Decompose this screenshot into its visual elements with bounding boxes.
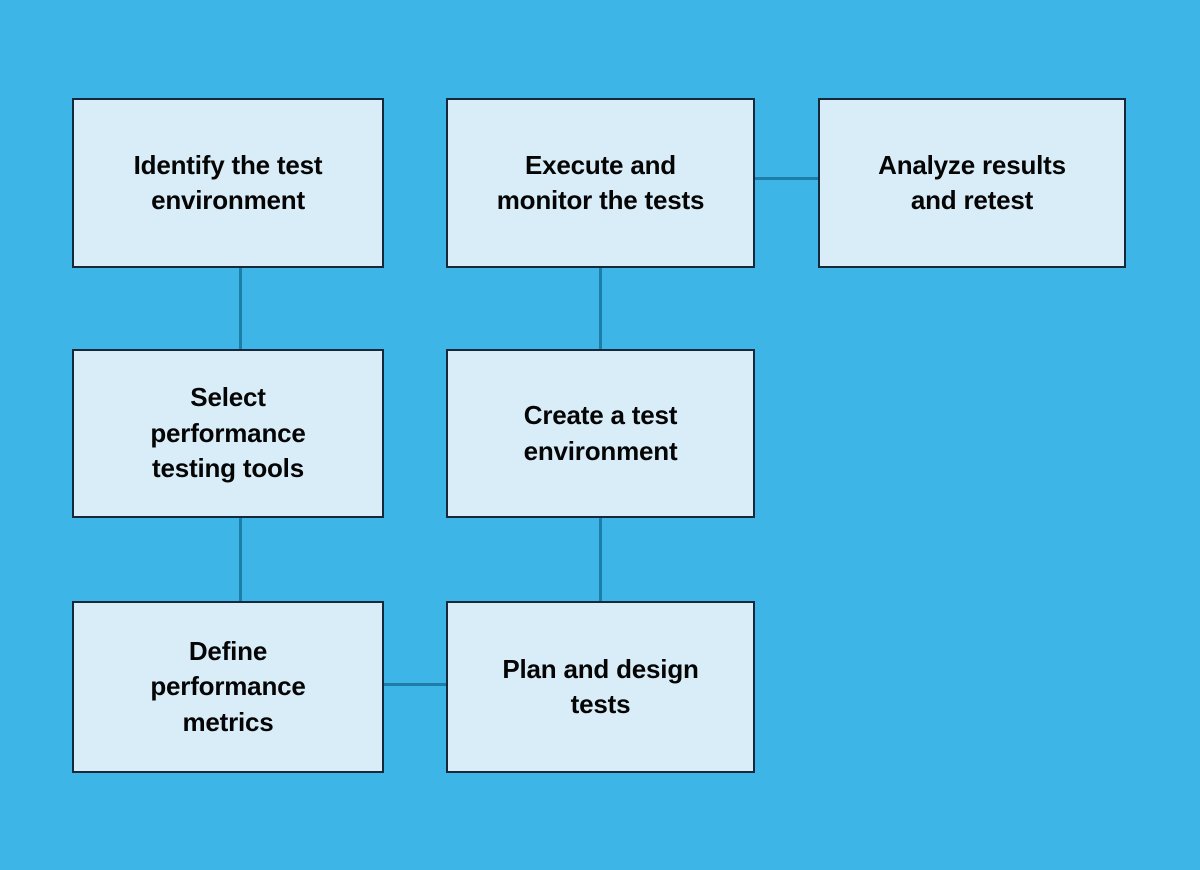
connector-plan-to-create: [599, 517, 602, 602]
connector-identify-to-select: [239, 267, 242, 350]
connector-define-to-plan: [383, 683, 447, 686]
flowchart-node-analyze-results-retest[interactable]: Analyze results and retest: [818, 98, 1126, 268]
flowchart-node-define-performance-metrics[interactable]: Define performance metrics: [72, 601, 384, 773]
flowchart-node-create-test-environment[interactable]: Create a test environment: [446, 349, 755, 518]
connector-create-to-execute: [599, 267, 602, 350]
flowchart-node-identify-test-environment[interactable]: Identify the test environment: [72, 98, 384, 268]
flowchart-node-select-performance-tools[interactable]: Select performance testing tools: [72, 349, 384, 518]
flowchart-node-execute-monitor-tests[interactable]: Execute and monitor the tests: [446, 98, 755, 268]
connector-execute-to-analyze: [754, 177, 819, 180]
connector-select-to-define: [239, 517, 242, 602]
flowchart-node-plan-design-tests[interactable]: Plan and design tests: [446, 601, 755, 773]
